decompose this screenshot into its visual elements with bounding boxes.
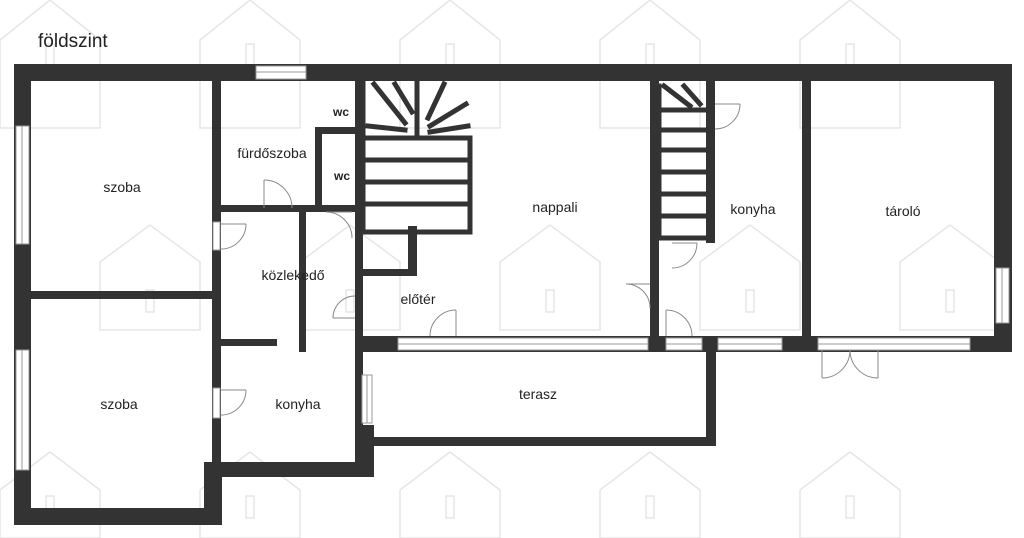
window xyxy=(15,125,30,245)
window xyxy=(361,374,373,424)
window xyxy=(15,349,30,471)
watermark-house-icon xyxy=(899,224,1001,331)
staircase-main xyxy=(360,78,473,235)
door-eloter xyxy=(332,295,356,319)
door-konyha-kert xyxy=(665,309,693,337)
door-tarolo-left xyxy=(821,349,851,379)
walls xyxy=(14,64,1012,525)
floor-title: földszint xyxy=(38,31,108,52)
watermark-house-icon xyxy=(599,451,701,538)
door-szoba-top xyxy=(220,223,247,250)
room-label-eloter: előtér xyxy=(400,291,435,307)
room-label-szoba-top: szoba xyxy=(103,179,141,195)
door-tarolo-right xyxy=(849,349,879,379)
room-label-konyha-right: konyha xyxy=(730,201,775,217)
room-label-nappali: nappali xyxy=(532,199,577,215)
window xyxy=(995,267,1010,324)
watermark-house-icon xyxy=(399,451,501,538)
door-wc xyxy=(325,211,353,239)
watermark-house-icon xyxy=(499,224,601,331)
room-label-wc-1: wc xyxy=(332,105,349,119)
door-konyha-felso xyxy=(714,103,741,130)
room-label-tarolo: tároló xyxy=(885,203,920,219)
window xyxy=(255,65,307,80)
window xyxy=(212,221,221,251)
doors xyxy=(220,103,879,416)
room-label-konyha-left: konyha xyxy=(275,396,320,412)
door-szoba-bottom xyxy=(220,389,247,416)
door-furdoszoba xyxy=(263,179,293,209)
door-nappali-konyha xyxy=(625,283,651,309)
room-label-szoba-bottom: szoba xyxy=(100,396,138,412)
window xyxy=(397,337,649,351)
room-label-kozlekedo: közlekedő xyxy=(261,267,324,283)
staircase-konyha xyxy=(656,82,711,241)
room-label-terasz: terasz xyxy=(519,386,557,402)
windows xyxy=(15,65,1010,471)
window xyxy=(212,387,221,419)
room-label-wc-2: wc xyxy=(333,169,350,183)
door-bejarat xyxy=(429,309,457,337)
window xyxy=(817,337,971,351)
room-label-furdoszoba: fürdőszoba xyxy=(237,145,306,161)
window xyxy=(665,337,703,351)
window xyxy=(717,337,783,351)
watermark-house-icon xyxy=(799,451,901,538)
watermark-house-icon xyxy=(99,224,201,331)
door-konyha-lepcso xyxy=(671,242,698,269)
watermark-house-icon xyxy=(699,224,801,331)
room-labels: szoba szoba fürdőszoba wc wc közlekedő e… xyxy=(100,105,920,412)
